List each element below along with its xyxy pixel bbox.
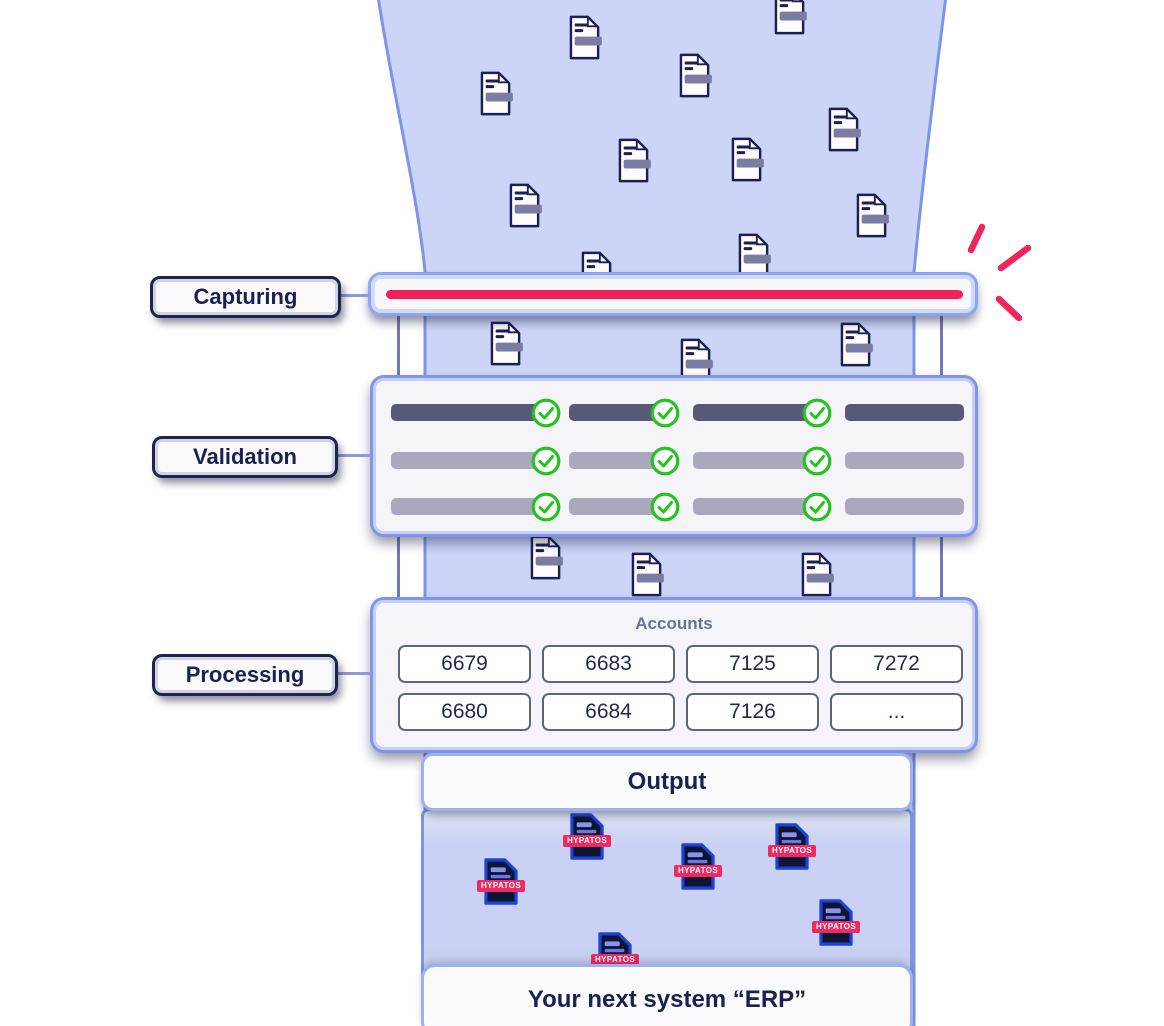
document-icon xyxy=(799,552,835,597)
validation-field-bar xyxy=(693,498,829,515)
processing-panel: Accounts 6679 6683 7125 7272 6680 6684 7126... xyxy=(370,597,978,753)
hypatos-badge: HYPATOS xyxy=(591,954,640,966)
check-circle-icon xyxy=(802,492,832,522)
document-icon xyxy=(528,535,564,580)
validation-field-bar xyxy=(391,452,558,469)
account-cell: 7125 xyxy=(686,645,819,683)
accounts-title: Accounts xyxy=(635,614,713,633)
account-cell: 6680 xyxy=(398,693,531,731)
check-circle-icon xyxy=(802,398,832,428)
document-icon xyxy=(677,53,713,98)
processing-label-text: Processing xyxy=(185,662,305,687)
check-circle-icon xyxy=(650,398,680,428)
check-circle-icon xyxy=(802,446,832,476)
hypatos-badge: HYPATOS xyxy=(812,921,861,933)
connector-line xyxy=(397,535,400,599)
connector-line xyxy=(940,535,943,599)
capturing-connector xyxy=(341,294,369,297)
document-icon xyxy=(478,71,514,116)
stage-label-capturing: Capturing xyxy=(150,276,341,318)
validation-field-bar xyxy=(569,452,677,469)
validation-field-bar xyxy=(693,404,829,421)
document-icon xyxy=(826,107,862,152)
document-icon xyxy=(729,137,765,182)
validation-connector xyxy=(338,454,372,457)
document-icon xyxy=(772,0,808,35)
document-icon xyxy=(736,233,772,278)
connector-line xyxy=(397,316,400,378)
validation-panel xyxy=(370,375,978,537)
validation-field-bar xyxy=(391,498,558,515)
account-cell: 6679 xyxy=(398,645,531,683)
validation-field-bar xyxy=(845,404,964,421)
document-icon xyxy=(488,321,524,366)
connector-line xyxy=(940,316,943,378)
stage-label-validation: Validation xyxy=(152,436,338,478)
check-circle-icon xyxy=(650,446,680,476)
validation-field-bar xyxy=(693,452,829,469)
check-circle-icon xyxy=(650,492,680,522)
document-icon xyxy=(616,138,652,183)
processing-connector xyxy=(338,672,372,675)
account-cell: 6684 xyxy=(542,693,675,731)
validation-label-text: Validation xyxy=(193,444,297,469)
hypatos-badge: HYPATOS xyxy=(674,865,723,877)
document-icon xyxy=(854,193,890,238)
account-cell: 7272 xyxy=(830,645,963,683)
spark-burst-icon xyxy=(967,223,1032,322)
check-circle-icon xyxy=(531,446,561,476)
processed-document-icon: HYPATOS xyxy=(768,823,817,870)
account-cell: ... xyxy=(830,693,963,731)
account-cell: 6683 xyxy=(542,645,675,683)
hypatos-badge: HYPATOS xyxy=(563,835,612,847)
processed-document-icon: HYPATOS xyxy=(563,813,612,860)
output-label: Output xyxy=(627,768,707,795)
output-bar: Output xyxy=(421,753,913,811)
validation-field-bar xyxy=(391,404,558,421)
erp-system-bar: Your next system “ERP” xyxy=(421,964,913,1026)
document-icon xyxy=(567,15,603,60)
hypatos-badge: HYPATOS xyxy=(477,880,526,892)
capturing-bar xyxy=(368,272,978,316)
document-icon xyxy=(678,338,714,383)
accounts-grid: 6679 6683 7125 7272 6680 6684 7126... xyxy=(398,645,963,731)
capturing-label-text: Capturing xyxy=(193,284,298,309)
validation-field-bar xyxy=(569,498,677,515)
validation-field-bar xyxy=(845,452,964,469)
document-icon xyxy=(838,322,874,367)
document-icon xyxy=(629,552,665,597)
scan-line xyxy=(386,290,963,299)
check-circle-icon xyxy=(531,398,561,428)
processed-document-icon: HYPATOS xyxy=(477,858,526,905)
erp-label: Your next system “ERP” xyxy=(527,986,807,1013)
check-circle-icon xyxy=(531,492,561,522)
validation-field-bar xyxy=(845,498,964,515)
hypatos-badge: HYPATOS xyxy=(768,845,817,857)
validation-field-bar xyxy=(569,404,677,421)
document-icon xyxy=(507,183,543,228)
account-cell: 7126 xyxy=(686,693,819,731)
processed-document-icon: HYPATOS xyxy=(674,843,723,890)
stage-label-processing: Processing xyxy=(152,654,338,696)
processed-document-icon: HYPATOS xyxy=(812,899,861,946)
